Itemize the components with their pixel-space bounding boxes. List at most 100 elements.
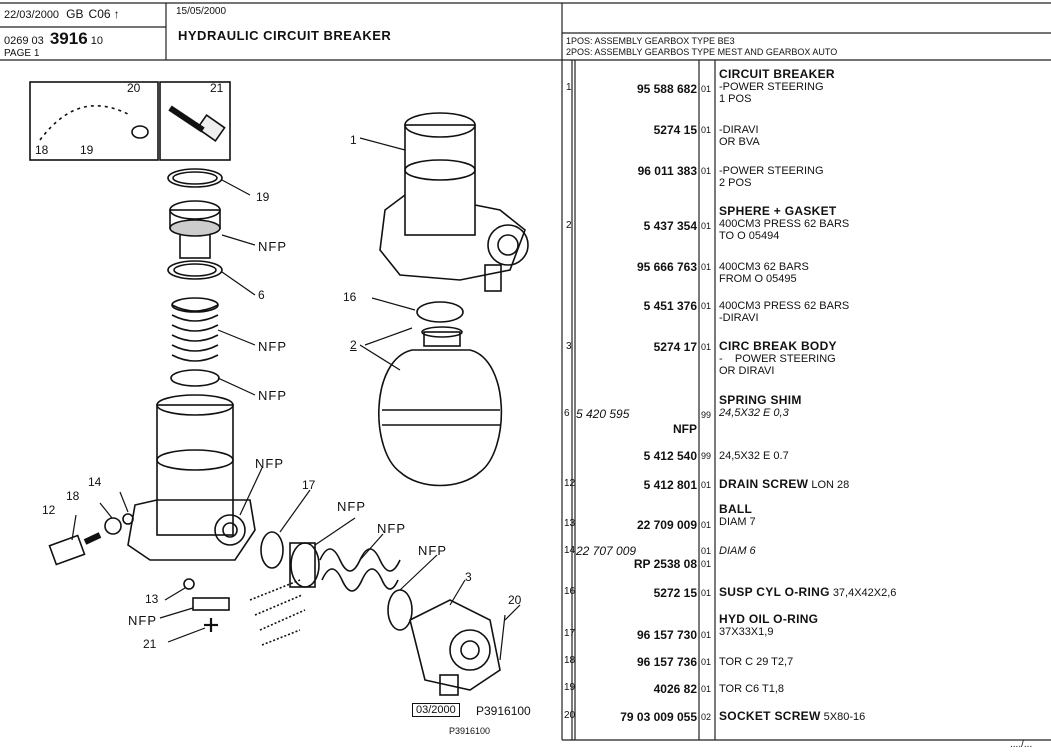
part-pos: 13: [564, 518, 576, 529]
part-desc: -POWER STEERING 2 POS: [719, 165, 824, 189]
part-qty: 01: [701, 84, 712, 94]
part-qty: 01: [701, 480, 712, 490]
part-line: DIAM 6: [719, 545, 756, 557]
part-ref: 5274 15: [653, 123, 697, 137]
part-title: SPRING SHIM: [719, 393, 802, 407]
part-desc: BALL DIAM 7: [719, 503, 756, 528]
part-line: -POWER STEERING: [719, 165, 824, 177]
part-desc: SPRING SHIM 24,5X32 E 0,3: [719, 394, 802, 419]
part-desc: -DIRAVI OR BVA: [719, 124, 760, 148]
callout-21: 21: [143, 637, 157, 651]
part-pos: 3: [566, 341, 572, 352]
part-title: CIRCUIT BREAKER: [719, 67, 835, 81]
part-qty: 01: [701, 684, 712, 694]
part-desc: 24,5X32 E 0.7: [719, 450, 789, 462]
drain-screw-12: [48, 532, 102, 566]
footer-ref: P3916100: [449, 726, 491, 736]
part-ref: 22 709 009: [636, 518, 697, 532]
part-desc: CIRCUIT BREAKER -POWER STEERING 1 POS: [719, 68, 835, 105]
part-qty: 01: [701, 301, 712, 311]
part-qty: 01: [701, 125, 712, 135]
hatched-filter: [249, 579, 306, 646]
part-line: TO O 05494: [719, 230, 780, 242]
part-qty: 99: [701, 451, 712, 461]
page-number: PAGE 1: [4, 48, 40, 59]
callout-19-inset: 19: [80, 143, 94, 157]
ring-17: [260, 531, 284, 569]
callout-nfp-1: NFP: [258, 239, 287, 254]
part-title: BALL: [719, 502, 753, 516]
valve-top: [169, 200, 221, 259]
part-qty: 01: [701, 546, 712, 556]
part-ref: 5 412 540: [643, 449, 697, 463]
part-line: 37,4X42X2,6: [832, 587, 897, 599]
header-left-top: 22/03/2000 GB C06 ↑: [4, 7, 120, 21]
part-ref-nfp: NFP: [673, 422, 697, 436]
bolt-illustration: [168, 105, 226, 142]
part-pos: 17: [564, 628, 576, 639]
part-pos: 12: [564, 478, 576, 489]
part-line: LON 28: [811, 479, 850, 491]
callout-nfp-8: NFP: [128, 613, 157, 628]
callout-13: 14: [88, 475, 102, 489]
sphere-2: [378, 326, 503, 487]
parts-table: 1 95 588 682 01 CIRCUIT BREAKER -POWER S…: [562, 60, 1051, 740]
part-ref: 95 588 682: [636, 82, 697, 96]
ring-18: [167, 168, 223, 188]
part-line: -DIRAVI: [719, 124, 759, 136]
inset-box-left: [29, 81, 159, 161]
part-desc: HYD OIL O-RING 37X33X1,9: [719, 613, 818, 638]
part-line: OR DIRAVI: [719, 365, 775, 377]
part-line: OR BVA: [719, 136, 760, 148]
spacer: [192, 597, 230, 611]
part-qty: 01: [701, 262, 712, 272]
callout-nfp-2: NFP: [258, 339, 287, 354]
pos1-note: 1POS: ASSEMBLY GEARBOX TYPE BE3: [566, 36, 735, 46]
callout-6: 6: [258, 288, 265, 302]
part-line: DIAM 7: [719, 516, 756, 528]
part-ref: 95 666 763: [636, 260, 697, 274]
part-ref: 5 420 595: [576, 407, 630, 421]
callout-2: 2: [350, 338, 357, 352]
continuation-mark: ..../...: [1010, 739, 1033, 750]
part-line: 2 POS: [719, 177, 752, 189]
part-desc: SPHERE + GASKET 400CM3 PRESS 62 BARS TO …: [719, 205, 849, 242]
part-pos: 20: [564, 710, 576, 721]
part-ref-rp: RP 2538 08: [633, 557, 697, 571]
catalog-code: C06: [88, 7, 111, 21]
part-ref: 5 412 801: [643, 478, 697, 492]
part-ref: 5272 15: [653, 586, 697, 600]
part-line: TOR C 29 T2,7: [719, 656, 794, 668]
date-left: 22/03/2000: [4, 9, 60, 21]
part-title: DRAIN SCREW: [719, 477, 809, 491]
part-pos: 1: [566, 82, 572, 93]
spring-right: [319, 548, 401, 592]
callout-19: 18: [66, 489, 80, 503]
stamp-ref: P3916100: [476, 704, 531, 718]
part-qty: 01: [701, 520, 712, 530]
part-title: HYD OIL O-RING: [719, 612, 819, 626]
part-qty: 01: [701, 221, 712, 231]
part-line: FROM O 05495: [719, 273, 797, 285]
part-line: 400CM3 62 BARS: [719, 261, 809, 273]
part-title: SOCKET SCREW: [719, 709, 821, 723]
part-ref: 79 03 009 055: [620, 710, 697, 724]
part-line: -POWER STEERING: [719, 81, 824, 93]
part-ref: 96 011 383: [637, 164, 697, 178]
part-qty: 01: [701, 166, 712, 176]
part-ref: 5 437 354: [643, 219, 697, 233]
lang-code: GB: [66, 7, 84, 21]
part-line: 24,5X32 E 0,3: [719, 407, 789, 419]
ref-suffix: 10: [90, 35, 103, 47]
part-ref: 4026 82: [653, 682, 697, 696]
part-qty: 01: [701, 630, 712, 640]
callout-3: 3: [465, 570, 472, 584]
part-pos: 2: [566, 220, 572, 231]
ring-16: [416, 301, 464, 323]
part-ref: 5 451 376: [643, 299, 697, 313]
part-desc: SOCKET SCREW 5X80-16: [719, 710, 865, 723]
part-title: SPHERE + GASKET: [719, 204, 837, 218]
valve-piston: [289, 542, 320, 588]
inset-box-right: [159, 81, 231, 161]
